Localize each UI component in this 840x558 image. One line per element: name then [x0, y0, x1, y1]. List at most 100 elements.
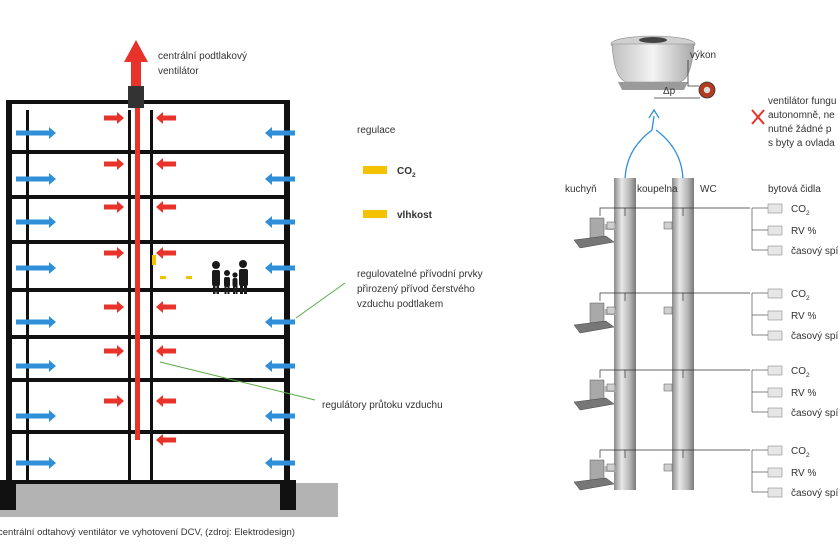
sensor-label: CO2 [791, 366, 810, 379]
duct-bathroom [614, 178, 636, 296]
column-kitchen: kuchyň [565, 184, 597, 195]
flow-regulator-icon [606, 221, 616, 230]
sensor-device-icon [767, 310, 783, 321]
central-fan-box [128, 86, 144, 108]
sensor-device-icon [767, 445, 783, 456]
sensor-device-icon [767, 225, 783, 236]
supply-arrow-left-facade [16, 262, 56, 274]
kitchen-hood-icon [589, 302, 605, 324]
sensor-label: CO2 [791, 204, 810, 217]
floor-slab [6, 195, 290, 199]
inlet-label-line3: vzduchu podtlakem [357, 299, 443, 310]
supply-arrow-left-facade [16, 410, 56, 422]
flow-regulator-icon [606, 383, 616, 392]
extract-arrow [156, 201, 176, 213]
legend-label-co2: CO2 [397, 166, 416, 179]
extract-arrow [156, 434, 176, 446]
fan-label-line2: ventilátor [158, 66, 199, 77]
extract-arrow [104, 201, 124, 213]
supply-arrow-right-facade [265, 173, 295, 185]
flow-regulator-icon [663, 383, 673, 392]
sensor-label: časový spí [791, 331, 838, 342]
sensor-marker [186, 276, 192, 279]
sensor-device-icon [767, 467, 783, 478]
inlet-label-line2: přirozený přívod čerstvého [357, 284, 475, 295]
kitchen-hood-icon [589, 379, 605, 401]
extract-arrow [104, 158, 124, 170]
control-line [599, 207, 750, 216]
flow-regulator-icon [606, 463, 616, 472]
sensor-label: časový spí [791, 488, 838, 499]
sensor-device-icon [767, 387, 783, 398]
dp-label: Δp [663, 86, 676, 97]
building-walls [0, 100, 296, 510]
sensor-label: RV % [791, 468, 816, 479]
sensor-label: CO2 [791, 446, 810, 459]
regulator-leader-line [159, 361, 316, 401]
sensor-label: RV % [791, 226, 816, 237]
pressure-controller [654, 60, 716, 99]
roof-fan [610, 35, 696, 90]
sensor-device-icon [767, 330, 783, 341]
supply-arrow-right-facade [265, 410, 295, 422]
floor-slab [6, 288, 290, 292]
flow-regulator-icon [663, 221, 673, 230]
floor-slabs [6, 100, 290, 484]
legend-label-humidity: vlhkost [397, 210, 433, 221]
control-line [599, 449, 750, 458]
control-line [599, 292, 750, 301]
sensor-device-icon [767, 288, 783, 299]
column-wc: WC [700, 184, 717, 195]
sensor-label: RV % [791, 388, 816, 399]
supply-arrow-right-facade [265, 216, 295, 228]
duct-bathroom [614, 290, 636, 490]
supply-arrow-right-facade [265, 262, 295, 274]
kitchen-hood-icon [589, 217, 605, 239]
floor-slab [6, 240, 290, 244]
flow-regulators-label: regulátory průtoku vzduchu [322, 399, 443, 411]
supply-arrow-left-facade [16, 360, 56, 372]
extract-arrow [104, 247, 124, 259]
supply-arrow-left-facade [16, 457, 56, 469]
extract-arrow [104, 345, 124, 357]
riser-connection-lines [624, 115, 684, 183]
sensor-label: časový spí [791, 246, 838, 257]
duct-wc [672, 178, 694, 296]
kitchen-hood-icon [589, 459, 605, 481]
apartment-unit: CO2 RV % časový spí [573, 203, 838, 257]
apartment-unit: CO2 RV % časový spí [573, 288, 838, 342]
column-bathroom: koupelna [637, 184, 678, 195]
up-arrow-icon [648, 108, 660, 119]
sensor-marker [160, 276, 166, 279]
airflow-arrows [16, 112, 295, 469]
apartment-unit: CO2 RV % časový spí [573, 445, 838, 499]
supply-arrow-left-facade [16, 127, 56, 139]
fan-label-line1: centrální podtlakový [158, 51, 247, 62]
extract-arrow [156, 112, 176, 124]
floor-slab [6, 480, 290, 484]
supply-arrow-left-facade [16, 173, 56, 185]
note-line1: ventilátor fungu [768, 96, 836, 107]
extract-arrow [156, 301, 176, 313]
flow-regulator-icon [663, 463, 673, 472]
building-section [0, 40, 346, 517]
column-sensors: bytová čidla [768, 184, 821, 195]
inlet-leader-line [295, 282, 346, 319]
supply-arrow-right-facade [265, 316, 295, 328]
exhaust-up-arrow [124, 40, 148, 86]
exhaust-riser [135, 100, 140, 440]
note-line3: nutné žádné p [768, 124, 832, 135]
extract-arrow [104, 112, 124, 124]
extract-arrow [104, 395, 124, 407]
legend-swatch-humidity [363, 210, 387, 218]
regulation-title: regulace [357, 125, 396, 136]
floor-slab [6, 378, 290, 382]
sensor-label: RV % [791, 311, 816, 322]
note-line4: s byty a ovlada [768, 138, 835, 149]
supply-arrow-right-facade [265, 457, 295, 469]
flow-regulator-icon [663, 306, 673, 315]
sensor-label: CO2 [791, 289, 810, 302]
supply-arrow-right-facade [265, 360, 295, 372]
duct-wc [672, 290, 694, 490]
